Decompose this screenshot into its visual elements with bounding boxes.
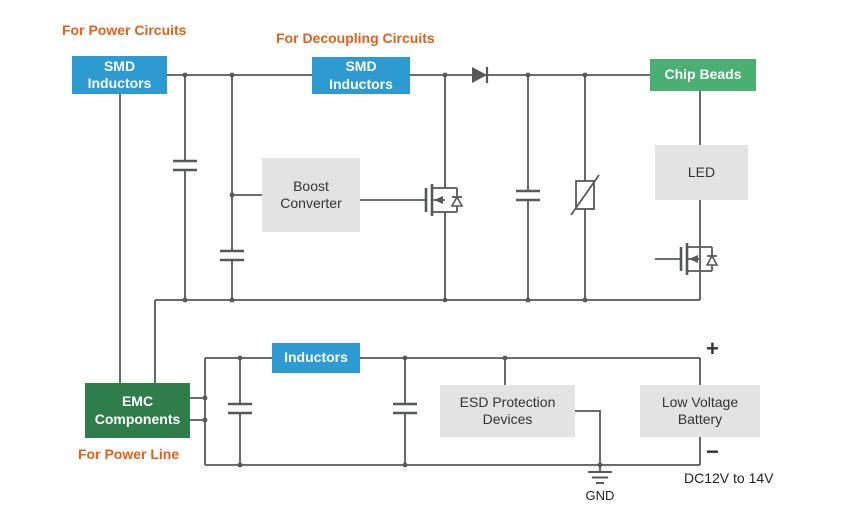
annotation-power-line: For Power Line xyxy=(78,446,180,462)
block-emc-components: EMC Components xyxy=(85,383,190,438)
mosfet-icon xyxy=(424,184,464,216)
ground-icon xyxy=(588,471,612,484)
block-smd-inductors-decoupling: SMD Inductors xyxy=(312,57,410,94)
diode-icon xyxy=(472,67,489,83)
block-smd-inductors-power: SMD Inductors xyxy=(72,56,167,94)
battery-minus-sign: − xyxy=(706,439,719,464)
block-low-voltage-battery: Low Voltage Battery xyxy=(640,385,760,437)
block-boost-converter: Boost Converter xyxy=(262,158,360,232)
mosfet-icon xyxy=(679,243,719,275)
capacitor-icon xyxy=(173,159,540,415)
block-inductors: Inductors xyxy=(272,343,360,373)
varistor-icon xyxy=(570,174,600,216)
block-chip-beads: Chip Beads xyxy=(650,59,756,91)
wires xyxy=(119,74,701,472)
block-led: LED xyxy=(655,145,748,200)
junction-dots xyxy=(182,72,603,468)
dc-voltage-label: DC12V to 14V xyxy=(684,470,774,486)
annotation-power-circuits: For Power Circuits xyxy=(62,22,187,38)
gnd-label: GND xyxy=(585,488,615,503)
block-esd-protection-devices: ESD Protection Devices xyxy=(440,385,575,437)
annotation-decoupling-circuits: For Decoupling Circuits xyxy=(276,30,435,46)
battery-plus-sign: + xyxy=(706,336,719,361)
